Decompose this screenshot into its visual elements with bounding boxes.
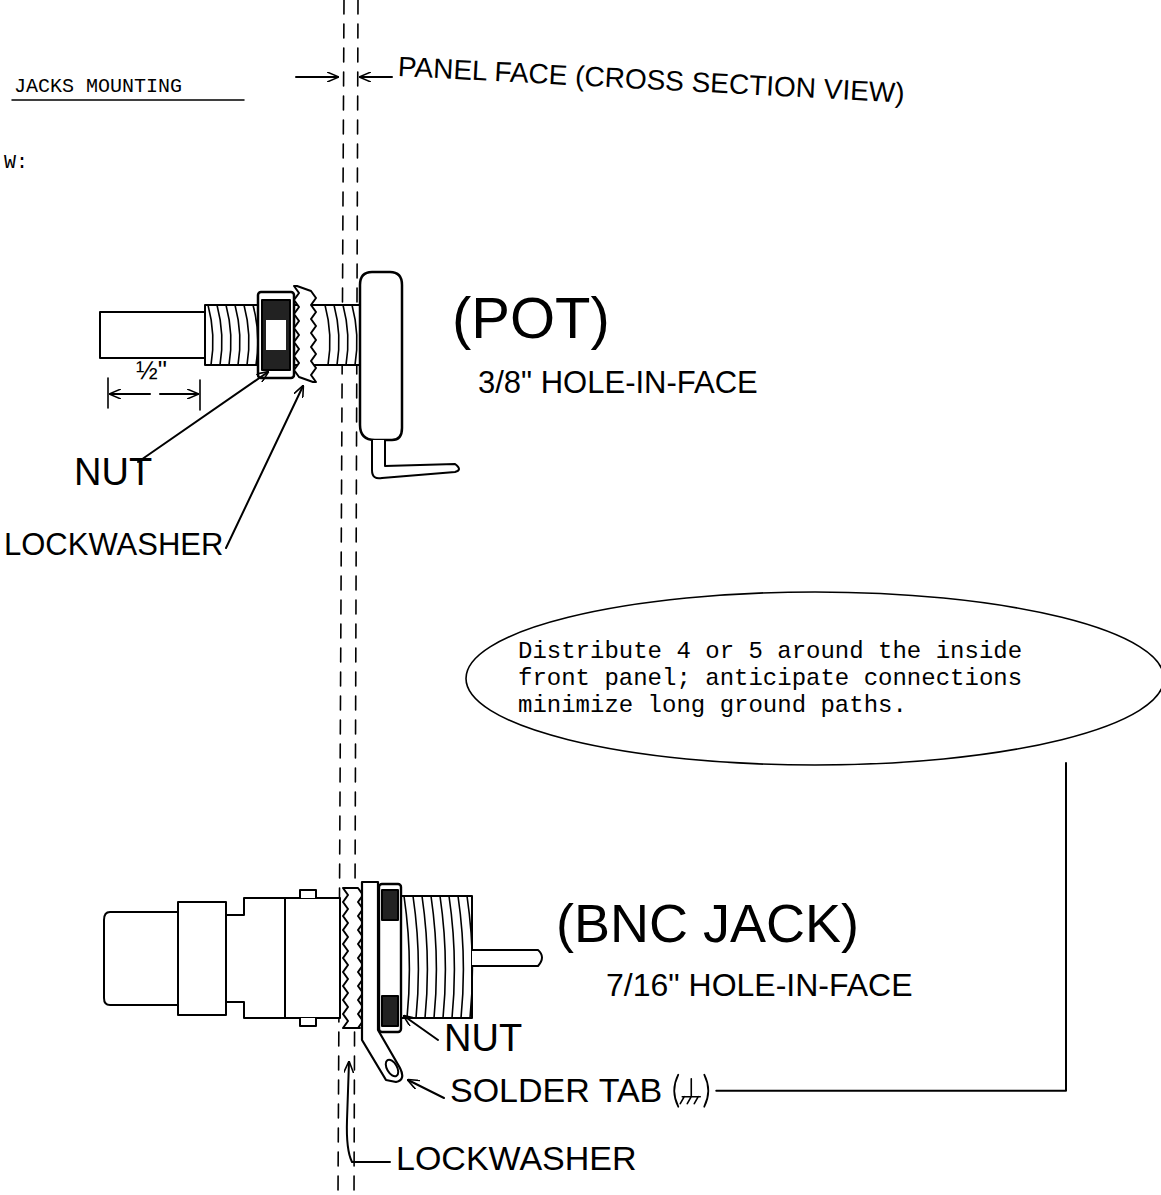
part-name: (POT) bbox=[452, 286, 610, 350]
heading-fragment: W: bbox=[4, 152, 28, 174]
dimension-arrow bbox=[296, 76, 338, 78]
dimension-label: ½" bbox=[136, 356, 167, 385]
callout-ellipse: Distribute 4 or 5 around the inside fron… bbox=[466, 590, 1106, 767]
part-label: LOCKWASHER bbox=[396, 1140, 637, 1177]
dimension-arrow bbox=[160, 393, 198, 395]
title-underline bbox=[12, 99, 244, 101]
leader-line bbox=[138, 372, 268, 462]
part-label: LOCKWASHER bbox=[4, 528, 223, 562]
bnc-jack bbox=[104, 882, 542, 1082]
dimension-arrow bbox=[360, 76, 392, 78]
leader-line bbox=[226, 386, 303, 548]
hole-size: 3/8" HOLE-IN-FACE bbox=[478, 366, 758, 400]
title: JACKS MOUNTING bbox=[14, 76, 182, 98]
dimension-arrow bbox=[110, 393, 150, 395]
leader-line bbox=[347, 1062, 390, 1162]
callout-text: Distribute 4 or 5 around the inside fron… bbox=[518, 638, 1066, 719]
part-label: SOLDER TAB bbox=[450, 1072, 662, 1109]
part-label: NUT bbox=[444, 1018, 522, 1060]
part-name: (BNC JACK) bbox=[556, 894, 859, 953]
leader-line bbox=[404, 1016, 438, 1040]
leader-line bbox=[408, 1080, 444, 1098]
potentiometer bbox=[100, 272, 459, 478]
hole-size: 7/16" HOLE-IN-FACE bbox=[606, 968, 913, 1003]
ground-symbol bbox=[674, 1075, 708, 1107]
part-label: NUT bbox=[74, 452, 152, 494]
panel-label: PANEL FACE (CROSS SECTION VIEW) bbox=[397, 52, 905, 109]
